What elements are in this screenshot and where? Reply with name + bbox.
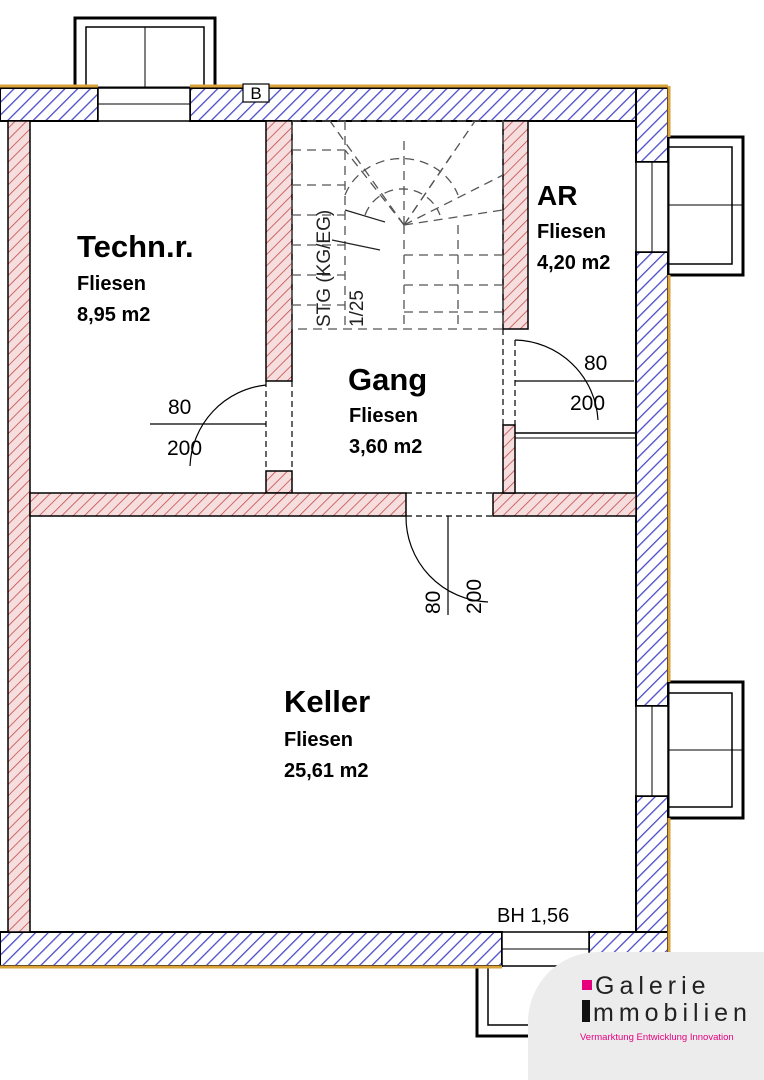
door-keller [405,492,493,615]
room-technik-name: Techn.r. [77,229,194,264]
room-keller: Keller Fliesen 25,61 m2 [284,684,370,782]
logo-line-1: Galerie [582,972,711,1001]
window-openings [97,87,669,967]
door-keller-width: 80 [422,591,445,614]
window-sill-note: BH 1,56 [497,905,569,927]
door-ar-width: 80 [584,352,607,375]
room-technik-area: 8,95 m2 [77,304,150,326]
door-keller-height: 200 [463,579,486,614]
logo-pink-square-icon [582,980,592,991]
room-technik: Techn.r. Fliesen 8,95 m2 [77,229,194,326]
room-keller-area: 25,61 m2 [284,760,369,782]
logo-word-immobilien: mmobilien [593,999,752,1027]
interior-walls [7,120,637,933]
room-ar-name: AR [537,180,577,211]
insulation [0,84,671,969]
company-logo: Galerie mmobilien Vermarktung Entwicklun… [528,952,764,1080]
room-keller-floor: Fliesen [284,729,353,751]
room-keller-name: Keller [284,684,370,719]
room-gang: Gang Fliesen 3,60 m2 [348,362,427,458]
room-ar-floor: Fliesen [537,221,606,243]
logo-line-2: mmobilien [582,999,752,1028]
door-ar [502,329,634,425]
room-technik-floor: Fliesen [77,273,146,295]
logo-word-galerie: Galerie [595,972,711,1000]
door-technik-width: 80 [168,396,191,419]
stair-label: STG (KG/EG) [314,210,335,327]
room-gang-floor: Fliesen [349,405,418,427]
stair-ratio: 1/25 [347,290,368,327]
room-gang-name: Gang [348,362,427,397]
wall-marker: B [242,83,270,103]
wall-marker-label: B [250,84,261,103]
logo-tagline: Vermarktung Entwicklung Innovation [580,1032,734,1043]
logo-black-bar-icon [582,1000,590,1023]
room-ar-area: 4,20 m2 [537,252,610,274]
door-technik-height: 200 [167,437,202,460]
room-gang-area: 3,60 m2 [349,436,422,458]
stair-arrow [331,209,386,251]
room-ar: AR Fliesen 4,20 m2 [537,180,610,274]
staircase [291,120,504,330]
door-technik [150,381,293,471]
door-ar-height: 200 [570,392,605,415]
